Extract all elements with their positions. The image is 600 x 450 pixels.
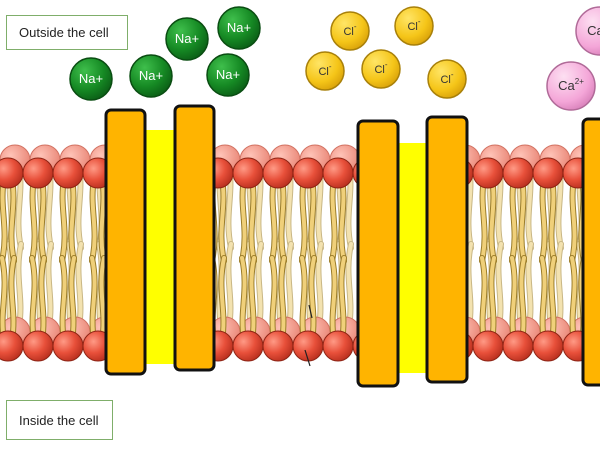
phospholipid-head-icon [532, 330, 564, 362]
svg-text:Na+: Na+ [227, 20, 251, 35]
sodium-ion-icon: Na+ [69, 57, 113, 101]
ion-channel-icon [356, 115, 469, 388]
svg-text:Cl-: Cl- [407, 17, 420, 33]
chloride-ion-icon-charge: - [418, 17, 421, 26]
chloride-ion-icon-charge: - [329, 62, 332, 71]
svg-text:Na+: Na+ [139, 68, 163, 83]
outside-cell-label: Outside the cell [6, 15, 128, 50]
svg-text:Na+: Na+ [175, 31, 199, 46]
phospholipid-bilayer [0, 157, 600, 362]
ion-channel-icon [104, 104, 216, 376]
sodium-ion-icon-text: Na+ [139, 68, 163, 83]
calcium-ion-icon-charge: 2+ [575, 77, 584, 86]
phospholipid-head-icon [292, 157, 324, 189]
ion-channel-icon [581, 117, 600, 387]
calcium-ion-icon-text: Ca [587, 23, 600, 38]
inside-cell-label: Inside the cell [6, 400, 113, 440]
phospholipid-head-icon [232, 157, 264, 189]
sodium-ion-icon: Na+ [165, 17, 209, 61]
chloride-ion-icon-charge: - [385, 60, 388, 69]
phospholipid-head-icon [502, 157, 534, 189]
sodium-ion-icon-text: Na+ [227, 20, 251, 35]
phospholipid-head-icon [232, 330, 264, 362]
phospholipid-head-icon [22, 330, 54, 362]
chloride-ion-icon-text: Cl [407, 21, 417, 33]
svg-text:Cl-: Cl- [318, 62, 331, 78]
calcium-ion-icon: Ca2+ [575, 6, 600, 56]
sodium-ion-icon-text: Na+ [216, 67, 240, 82]
phospholipid-head-icon [262, 157, 294, 189]
phospholipid-head-icon [52, 330, 84, 362]
chloride-ion-icon-charge: - [354, 22, 357, 31]
chloride-ion-icon: Cl- [427, 59, 467, 99]
chloride-ion-icon-text: Cl [318, 66, 328, 78]
chloride-ion-icon: Cl- [305, 51, 345, 91]
phospholipid-head-icon [22, 157, 54, 189]
sodium-ion-icon-text: Na+ [79, 71, 103, 86]
phospholipid-head-icon [472, 330, 504, 362]
calcium-ion-icon-text: Ca [558, 78, 575, 93]
outside-cell-label-text: Outside the cell [19, 25, 109, 40]
svg-text:Na+: Na+ [216, 67, 240, 82]
sodium-ion-icon: Na+ [129, 54, 173, 98]
chloride-ion-icon-text: Cl [374, 64, 384, 76]
chloride-ion-icon: Cl- [394, 6, 434, 46]
phospholipid-head-icon [322, 157, 354, 189]
phospholipid-head-icon [532, 157, 564, 189]
stray-mark [308, 304, 313, 319]
ion-channels [104, 104, 600, 388]
stray-mark [304, 349, 311, 367]
phospholipid-head-icon [472, 157, 504, 189]
svg-text:Na+: Na+ [79, 71, 103, 86]
chloride-ion-icon-charge: - [451, 70, 454, 79]
phospholipid-head-icon [502, 330, 534, 362]
svg-text:Ca2+: Ca2+ [558, 77, 584, 93]
chloride-ion-icon-text: Cl [440, 74, 450, 86]
chloride-ion-icon: Cl- [361, 49, 401, 89]
svg-text:Cl-: Cl- [374, 60, 387, 76]
sodium-ion-icon: Na+ [217, 6, 261, 50]
chloride-ion-icon: Cl- [330, 11, 370, 51]
phospholipid-head-icon [52, 157, 84, 189]
inside-cell-label-text: Inside the cell [19, 412, 99, 428]
sodium-ion-icon-text: Na+ [175, 31, 199, 46]
svg-text:Ca2+: Ca2+ [587, 22, 600, 38]
phospholipid-head-icon [292, 330, 324, 362]
svg-text:Cl-: Cl- [343, 22, 356, 38]
ions: Na+Na+Na+Na+Na+Cl-Cl-Cl-Cl-Cl-Ca2+Ca2+ [69, 6, 600, 111]
svg-text:Cl-: Cl- [440, 70, 453, 86]
sodium-ion-icon: Na+ [206, 53, 250, 97]
chloride-ion-icon-text: Cl [343, 26, 353, 38]
phospholipid-head-icon [262, 330, 294, 362]
calcium-ion-icon: Ca2+ [546, 61, 596, 111]
phospholipid-head-icon [322, 330, 354, 362]
